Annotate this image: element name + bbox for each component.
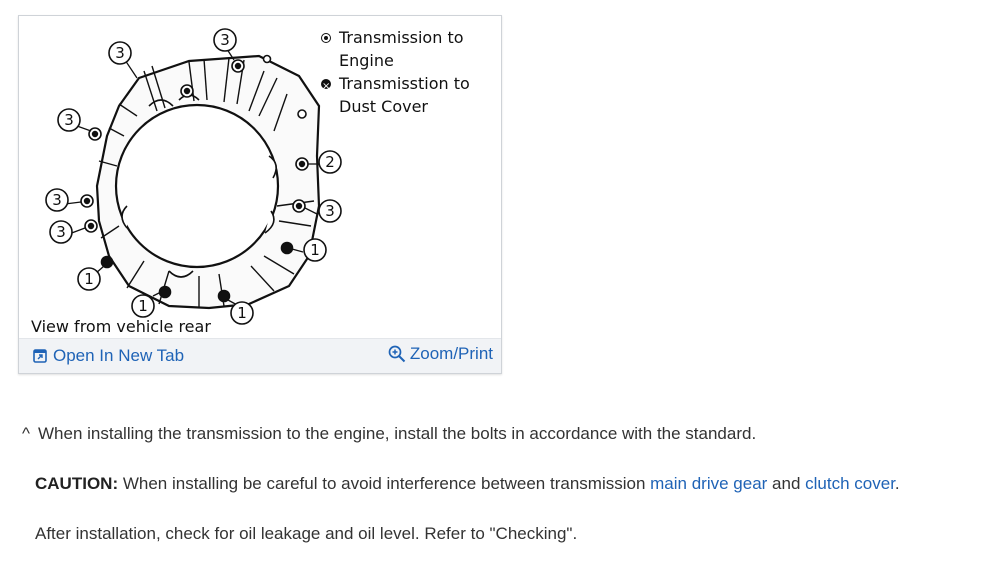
- callout-label: 1: [237, 304, 247, 322]
- diagram-legend: Transmission to Engine Transmisstion to …: [321, 26, 499, 118]
- callout-label: 1: [310, 241, 320, 259]
- callout-circle: 3: [45, 188, 69, 212]
- open-new-tab-label: Open In New Tab: [53, 346, 185, 365]
- clutch-cover-link[interactable]: clutch cover: [805, 474, 895, 493]
- callout-circle: 3: [213, 28, 237, 52]
- legend-label: Transmisstion to Dust Cover: [339, 74, 470, 116]
- bolt-ring-icon: [321, 33, 331, 43]
- callout-circle: 1: [230, 301, 254, 325]
- step-text: When installing the transmission to the …: [38, 424, 757, 443]
- figure-toolbar: Open In New Tab Zoom/Print: [19, 338, 501, 373]
- legend-item-dust-cover: Transmisstion to Dust Cover: [321, 72, 499, 118]
- zoom-print-label: Zoom/Print: [409, 344, 493, 363]
- zoom-print-link[interactable]: Zoom/Print: [388, 344, 493, 364]
- callout-circle: 3: [318, 199, 342, 223]
- callout-label: 2: [325, 153, 335, 171]
- callout-circle: 3: [108, 41, 132, 65]
- callout-label: 3: [52, 191, 62, 209]
- open-new-tab-link[interactable]: Open In New Tab: [33, 346, 184, 366]
- callout-label: 1: [84, 270, 94, 288]
- callout-label: 3: [64, 111, 74, 129]
- callout-circle: 1: [303, 238, 327, 262]
- figure-card: 3 3 3 3 3 3 2 1 1 1 1 3 Transmission to …: [18, 15, 502, 374]
- step-instruction: ^ When installing the transmission to th…: [22, 424, 756, 444]
- callout-label: 3: [56, 223, 66, 241]
- caution-label: CAUTION:: [35, 474, 119, 493]
- callout-circle: 2: [318, 150, 342, 174]
- callout-circle: 3: [57, 108, 81, 132]
- housing-drawing: 3 3 3 3 3 3 2 1 1 1 1 3: [45, 28, 342, 325]
- legend-label: Transmission to Engine: [339, 28, 464, 70]
- callout-circle: 3: [49, 220, 73, 244]
- callout-label: 3: [220, 31, 230, 49]
- after-installation-text: After installation, check for oil leakag…: [35, 524, 578, 543]
- new-tab-icon: [33, 349, 47, 363]
- callout-label: 1: [138, 297, 148, 315]
- view-caption: View from vehicle rear: [31, 317, 211, 336]
- transmission-bolt-diagram: 3 3 3 3 3 3 2 1 1 1 1 3 Transmission to …: [19, 16, 501, 339]
- caution-text: and: [772, 474, 801, 493]
- callout-label: 3: [325, 202, 335, 220]
- step-marker: ^: [22, 424, 30, 443]
- callout-circle: 1: [131, 294, 155, 318]
- legend-item-engine: Transmission to Engine: [321, 26, 499, 72]
- caution-text: .: [894, 474, 900, 493]
- bolt-cross-icon: [321, 75, 331, 98]
- caution-text: When installing be careful to avoid inte…: [122, 474, 646, 493]
- caution-note: CAUTION: When installing be careful to a…: [35, 474, 900, 494]
- callout-circle: 1: [77, 267, 101, 291]
- callout-label: 3: [115, 44, 125, 62]
- main-drive-gear-link[interactable]: main drive gear: [650, 474, 768, 493]
- zoom-in-icon: [388, 345, 406, 363]
